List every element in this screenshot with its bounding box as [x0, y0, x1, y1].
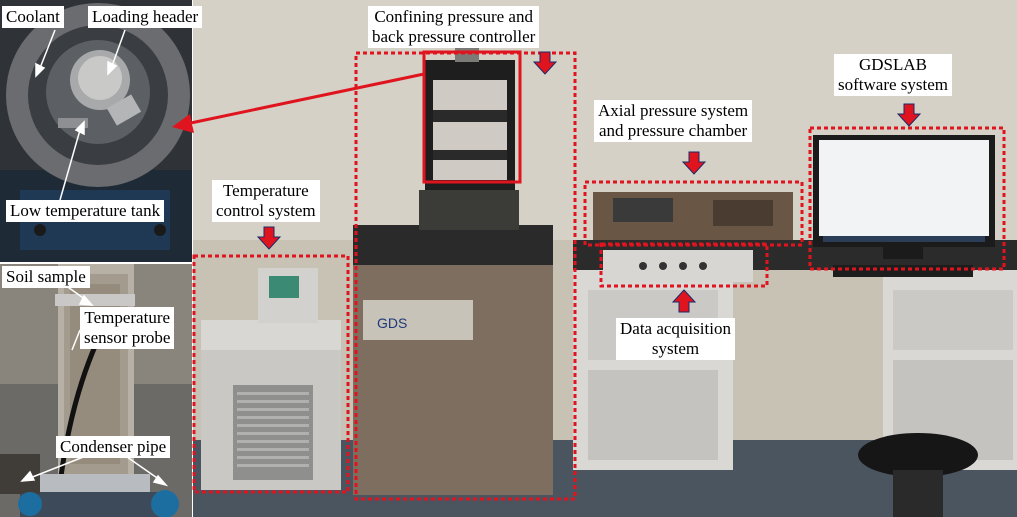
label-confining-pressure-line1: Confining pressure and	[374, 7, 533, 26]
label-gdslab-line2: software system	[838, 75, 949, 94]
label-data-acquisition-line2: system	[651, 339, 700, 358]
label-gdslab-software: GDSLAB software system	[834, 54, 953, 96]
label-axial-pressure-line2: and pressure chamber	[598, 121, 748, 140]
label-condenser-pipe: Condenser pipe	[56, 436, 171, 458]
label-temperature-sensor-probe: Temperature sensor probe	[80, 307, 175, 349]
gds-logo-text: GDS	[377, 315, 407, 331]
label-confining-pressure: Confining pressure and back pressure con…	[368, 6, 540, 48]
label-confining-pressure-line2: back pressure controller	[372, 27, 536, 46]
label-data-acquisition-system: Data acquisition system	[616, 318, 735, 360]
label-data-acquisition-line1: Data acquisition	[620, 319, 731, 338]
label-temperature-sensor-probe-line2: sensor probe	[84, 328, 171, 347]
label-gdslab-line1: GDSLAB	[859, 55, 928, 74]
soil-sample-inset-photo	[0, 264, 192, 517]
label-coolant: Coolant	[2, 6, 64, 28]
label-temperature-control-line1: Temperature	[222, 181, 309, 200]
label-temperature-control-line2: control system	[216, 201, 316, 220]
label-soil-sample: Soil sample	[2, 266, 90, 288]
label-temperature-sensor-probe-line1: Temperature	[84, 308, 171, 327]
label-loading-header: Loading header	[88, 6, 203, 28]
label-temperature-control-system: Temperature control system	[212, 180, 320, 222]
tank-inset-photo	[0, 0, 192, 262]
label-axial-pressure-system: Axial pressure system and pressure chamb…	[594, 100, 753, 142]
label-axial-pressure-line1: Axial pressure system	[598, 101, 749, 120]
label-low-temperature-tank: Low temperature tank	[6, 200, 165, 222]
